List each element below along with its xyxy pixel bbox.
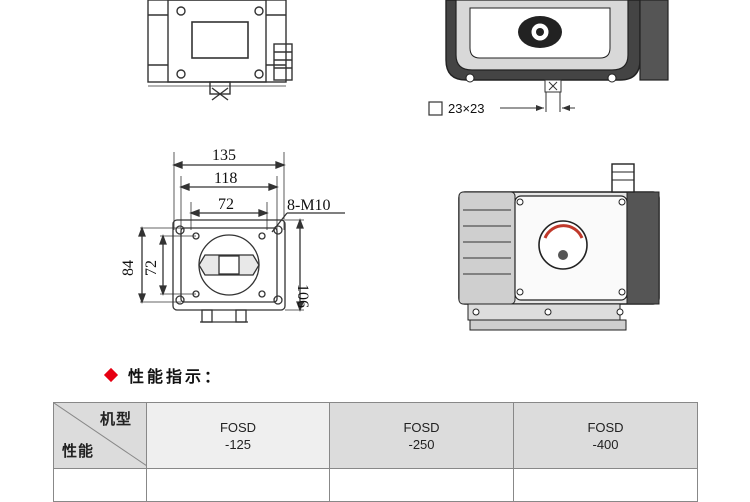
flange-view (138, 152, 345, 323)
dimension-118: 118 (214, 170, 237, 187)
diamond-bullet-icon (103, 367, 119, 383)
model-name: FOSD (403, 419, 440, 435)
shaft-square-label: 23×23 (448, 101, 485, 116)
dimension-135: 135 (212, 147, 236, 164)
model-suffix: -400 (592, 436, 619, 452)
model-suffix: -125 (224, 436, 252, 452)
dimension-106: 106 (294, 284, 311, 308)
dimension-72-vertical: 72 (143, 260, 160, 276)
top-view-top-right (428, 0, 669, 116)
model-header-fosd-400: FOSD -400 (513, 402, 698, 469)
model-name: FOSD (587, 419, 624, 435)
side-view-with-indicator (458, 163, 660, 331)
model-header-fosd-250: FOSD -250 (329, 402, 514, 469)
front-view-top-left (147, 0, 293, 101)
table-cell (513, 468, 698, 502)
table-corner-cell: 机型 性能 (53, 402, 147, 469)
dimension-84: 84 (120, 260, 137, 276)
table-header-row: 机型 性能 FOSD -125 FOSD -250 FOSD -400 (53, 402, 698, 469)
corner-label-model: 机型 (99, 411, 132, 428)
table-cell (329, 468, 514, 502)
performance-section-title: 性能指示： (103, 364, 224, 386)
table-cell (53, 468, 147, 502)
section-title-text: 性能指示： (128, 369, 224, 386)
performance-table: 机型 性能 FOSD -125 FOSD -250 FOSD -400 (53, 402, 698, 502)
table-row (53, 468, 698, 502)
dimension-72-horizontal: 72 (218, 196, 234, 213)
dimension-bolt-spec: 8-M10 (287, 197, 331, 214)
model-header-fosd-125: FOSD -125 (146, 402, 330, 469)
corner-label-performance: 性能 (62, 443, 95, 460)
corner-diagonal-line (54, 403, 147, 466)
model-suffix: -250 (408, 436, 435, 452)
technical-drawing: 23×23 (120, 0, 669, 331)
table-cell (146, 468, 330, 502)
model-name: FOSD (219, 419, 257, 435)
